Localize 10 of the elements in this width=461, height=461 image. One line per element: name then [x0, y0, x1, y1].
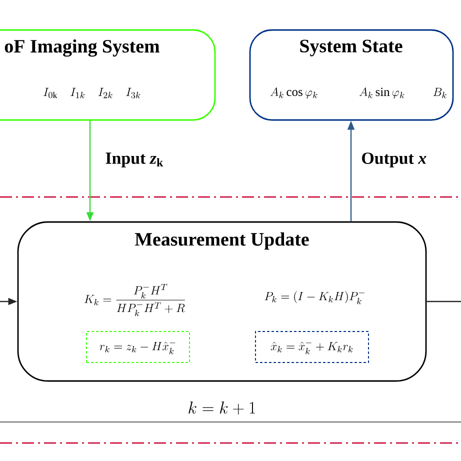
node-label: Measurement Update: [134, 232, 309, 250]
edge-label: Output x: [360, 152, 428, 168]
system-box: oF Imaging System $I_{0\mathrm{k}}\quad I_{1k}\quad I_{2k}\quad I_{3k}$: [0, 29, 216, 121]
node-label: $P_k=(I-K_kH)P_k^-$: [264, 291, 365, 304]
edge-label: Input z$_{k}$: [104, 152, 165, 168]
equation-box: $r_k=z_k-H\hat{x}_k^-$: [86, 331, 190, 363]
counter-label: $k=k+1$: [186, 400, 258, 416]
node-label: $K_k=\frac{P_k^- H^T}{HP_k^- H^T+R}$: [84, 284, 185, 316]
equation-box: $\hat{x}_k=\hat{x}_k^-+K_kr_k$: [255, 331, 369, 363]
state-box: System State $A_k\cos\varphi_k$ $A_k\sin\varphi_k$ $B_k$: [249, 29, 454, 121]
